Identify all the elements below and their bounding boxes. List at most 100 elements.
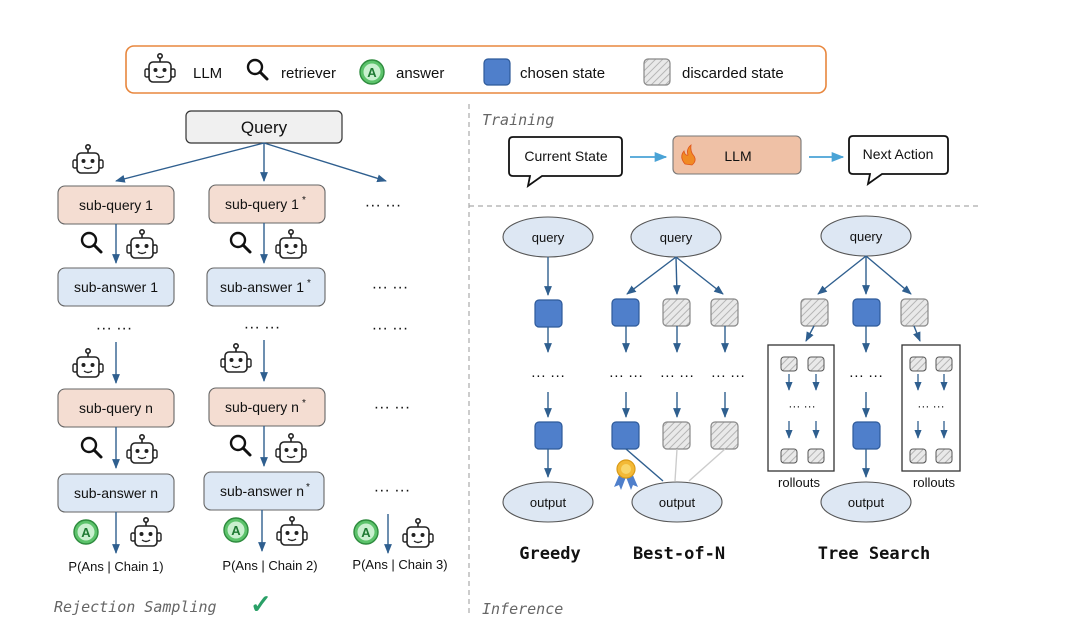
chain2-subquery1-star: * [302,195,306,206]
chain3-prob-label: P(Ans | Chain 3) [352,557,447,572]
ts-rollout-state [780,448,798,464]
bon-arrow [626,256,677,295]
legend-answer-glyph: A [367,65,377,80]
arrow-query-chain3 [263,142,387,183]
ts-rollouts-label: rollouts [913,475,955,490]
bon-ellipsis: ··· ··· [660,367,694,384]
legend-discarded-label: discarded state [682,65,784,82]
legend-answer-label: answer [396,65,444,82]
robot-icon [126,229,158,259]
next-action-bubble [848,135,949,187]
award-ribbon-icon [614,459,638,490]
robot-icon [220,342,252,373]
ts-rollout-state [935,448,953,464]
next-action-label: Next Action [863,146,934,162]
chain2-subanswern-label: sub-answer n [220,483,304,499]
answer-glyph: A [361,525,371,540]
current-state-bubble [508,136,623,189]
robot-icon [130,516,162,547]
ts-ellipsis: ··· ··· [849,367,883,384]
ts-arrow [817,255,867,295]
bon-ellipsis: ··· ··· [609,367,643,384]
chain2-subqueryn-box [208,387,326,427]
chain1-prob-label: P(Ans | Chain 1) [68,559,163,574]
chain2-subqueryn-star: * [302,398,306,409]
legend-discarded-swatch [643,58,671,86]
greedy-chosen-state [534,299,563,328]
chain1-subanswern-label: sub-answer n [74,485,158,501]
ts-discarded-state [900,298,929,327]
ts-rollout-state [807,356,825,372]
ts-discarded-state [800,298,829,327]
bon-discarded-state [710,421,739,450]
rejection-sampling-caption: Rejection Sampling [54,598,217,616]
bon-link-discarded [688,448,726,482]
ts-arrow [913,325,921,342]
chain1-subanswer1-label: sub-answer 1 [74,279,158,295]
robot-icon [275,229,307,259]
bon-discarded-state [710,298,739,327]
robot-icon [126,433,158,464]
ts-rollout-state [909,448,927,464]
ts-title: Tree Search [818,544,931,564]
ts-arrow [865,255,912,295]
legend-chosen-label: chosen state [520,65,605,82]
chain3-ellipsis: ··· ··· [372,320,408,337]
bon-discarded-state [662,298,691,327]
ts-rollouts-label: rollouts [778,475,820,490]
chain2-subanswern-star: * [306,482,310,493]
ts-output-label: output [848,495,885,510]
greedy-chosen-state [534,421,563,450]
greedy-query-label: query [532,230,565,245]
chain2-subquery1-label: sub-query 1 [225,196,299,212]
bon-discarded-state [662,421,691,450]
bon-chosen-state [611,298,640,327]
greedy-title: Greedy [519,544,580,564]
training-label: Training [482,111,554,129]
ts-rollout-state [909,356,927,372]
bon-link [625,448,664,482]
magnifier-icon [229,231,252,254]
chain3-ellipsis: ··· ··· [365,197,401,214]
chain3-ellipsis: ··· ··· [372,279,408,296]
chain1-ellipsis: ··· ··· [96,320,132,337]
ts-output-node [820,481,912,523]
ts-rollout-ellipsis: ··· ··· [917,399,944,413]
chain3-ellipsis: ··· ··· [374,482,410,499]
chain2-subquery1-box [208,184,326,224]
query-label: Query [241,118,288,137]
ts-rollout-state [780,356,798,372]
magnifier-icon [80,231,103,254]
bon-chosen-state [611,421,640,450]
chain2-subqueryn-label: sub-query n [225,399,299,415]
bon-ellipsis: ··· ··· [711,367,745,384]
answer-glyph: A [231,523,241,538]
bon-output-label: output [659,495,696,510]
magnifier-icon [229,434,252,457]
greedy-output-label: output [530,495,567,510]
answer-glyph: A [81,525,91,540]
robot-icon [72,347,104,378]
ts-query-label: query [850,229,883,244]
ts-arrow [805,325,815,342]
robot-icon [72,144,104,174]
fire-icon [681,144,696,166]
bon-link-discarded [674,448,678,482]
magnifier-icon [80,436,103,459]
chain2-subanswer1-box [206,267,326,307]
chain2-subanswer1-star: * [307,278,311,289]
chain3-ellipsis: ··· ··· [374,399,410,416]
legend-chosen-swatch [483,58,511,86]
llm-box [672,135,802,175]
inference-label: Inference [482,600,563,618]
chain2-ellipsis: ··· ··· [244,319,280,336]
check-icon: ✓ [250,589,272,619]
legend-llm-label: LLM [193,65,222,82]
robot-icon [276,515,308,546]
ts-rollout-state [935,356,953,372]
greedy-output-node [502,481,594,523]
current-state-label: Current State [524,148,607,164]
bon-arrow [675,256,724,295]
ts-rollout-ellipsis: ··· ··· [788,399,815,413]
